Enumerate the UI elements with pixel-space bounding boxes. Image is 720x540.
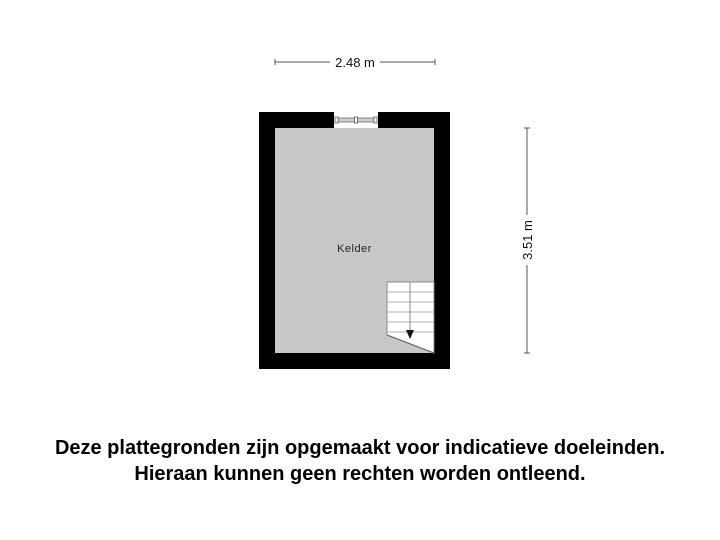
floorplan: Kelder [259,112,450,369]
window-icon [334,112,378,128]
width-dimension: 2.48 m [274,54,436,70]
floorplan-drawing [259,112,450,369]
width-dimension-label: 2.48 m [330,55,380,70]
disclaimer-line-1: Deze plattegronden zijn opgemaakt voor i… [54,437,666,459]
room-label-kelder: Kelder [337,243,372,255]
stair-arrow-icon [406,330,414,339]
disclaimer-line-2: Hieraan kunnen geen rechten worden ontle… [134,463,586,485]
height-dimension-label: 3.51 m [520,215,535,265]
stairs-icon [386,281,435,354]
height-dimension: 3.51 m [519,127,535,354]
